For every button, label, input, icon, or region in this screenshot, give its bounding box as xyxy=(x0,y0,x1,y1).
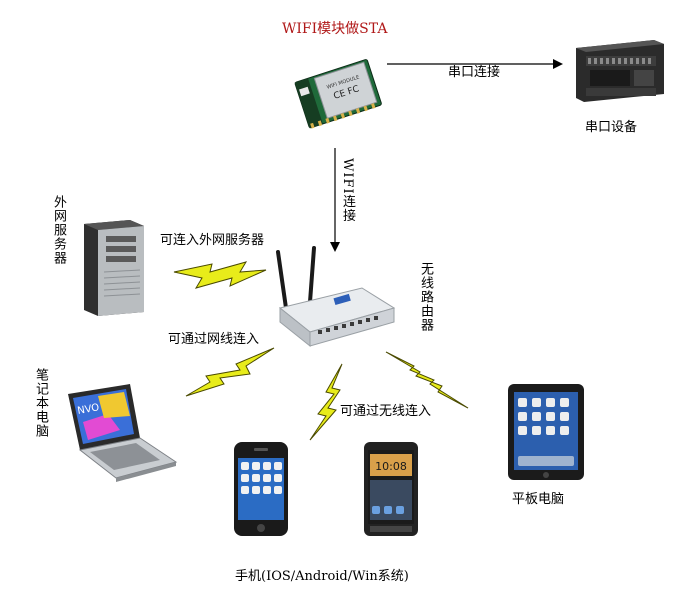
external-server-label: 外网服务器 xyxy=(51,195,66,265)
svg-text:NVO: NVO xyxy=(77,402,101,417)
serial-device-icon xyxy=(568,34,668,106)
lightning-bolt-phone-icon xyxy=(306,362,346,442)
ipad-icon xyxy=(506,382,588,482)
can-connect-server-label: 可连入外网服务器 xyxy=(160,233,265,248)
serial-device-label: 串口设备 xyxy=(585,120,638,135)
laptop-label: 笔记本电脑 xyxy=(33,368,48,438)
iphone-icon xyxy=(232,440,290,538)
tablet-label: 平板电脑 xyxy=(512,492,565,507)
via-wireless-label: 可通过无线连入 xyxy=(340,404,432,419)
wifi-link-arrow xyxy=(329,148,341,254)
svg-text:10:08: 10:08 xyxy=(375,460,407,473)
laptop-icon: NVO xyxy=(64,382,179,482)
wireless-router-label: 无线路由器 xyxy=(418,262,433,332)
lightning-bolt-tablet-icon xyxy=(384,350,470,410)
htc-phone-icon: 10:08 xyxy=(362,440,420,538)
diagram-title: WIFI模块做STA xyxy=(282,21,388,37)
router-icon xyxy=(272,246,402,356)
serial-link-arrow xyxy=(385,58,565,70)
via-wired-label: 可通过网线连入 xyxy=(168,332,260,347)
wifi-link-label-text: WIFI连接 xyxy=(340,158,355,223)
lightning-bolt-laptop-icon xyxy=(184,346,276,398)
wifi-module-icon: WIFI MODULE CE FC xyxy=(290,48,385,138)
phones-label: 手机(IOS/Android/Win系统) xyxy=(235,569,409,584)
server-tower-icon xyxy=(80,218,152,316)
wifi-link-label: WIFI连接 xyxy=(340,158,355,223)
serial-link-label: 串口连接 xyxy=(448,65,501,80)
lightning-bolt-server-icon xyxy=(172,258,268,292)
